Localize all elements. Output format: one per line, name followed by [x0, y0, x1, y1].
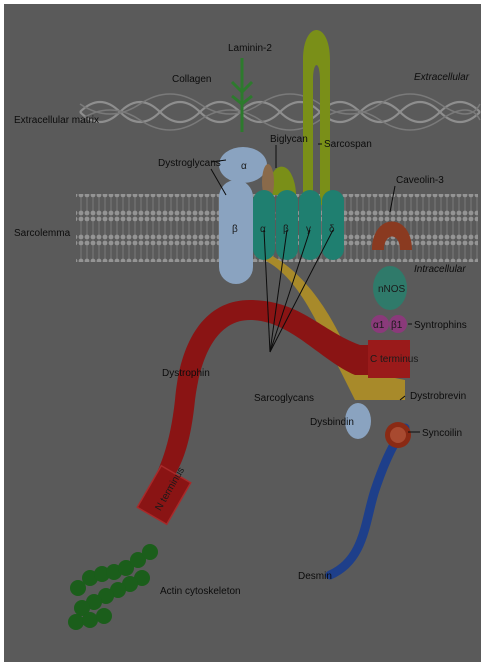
diagram-frame: α β α β γ δ α1 β1 Laminin-2 Collagen Ext… — [4, 4, 481, 662]
sg-beta-symbol: β — [283, 224, 289, 235]
collagen-label: Collagen — [172, 74, 211, 85]
extracellular-matrix-label: Extracellular matrix — [14, 115, 99, 126]
dystrobrevin-label: Dystrobrevin — [410, 391, 466, 402]
sarcolemma-label: Sarcolemma — [14, 228, 71, 239]
alpha-dg-symbol: α — [241, 161, 247, 172]
syncoilin-label: Syncoilin — [422, 428, 462, 439]
extracellular-matrix-fibers — [80, 94, 480, 130]
dysbindin-label: Dysbindin — [310, 417, 354, 428]
dystroglycans-label: Dystroglycans — [158, 158, 221, 169]
sarcospan-shape — [303, 30, 330, 205]
biglycan-label: Biglycan — [270, 134, 308, 145]
syn-b1-symbol: β1 — [391, 320, 403, 331]
c-terminus-label: C terminus — [370, 354, 418, 365]
extracellular-label: Extracellular — [414, 72, 470, 83]
laminin-2-shape — [232, 58, 252, 132]
actin-cytoskeleton — [68, 544, 158, 630]
desmin-filament — [330, 428, 405, 575]
sarcospan-label: Sarcospan — [324, 139, 372, 150]
sg-alpha-symbol: α — [260, 224, 266, 235]
syn-a1-symbol: α1 — [373, 320, 385, 331]
syntrophins-label: Syntrophins — [414, 320, 467, 331]
laminin-2-label: Laminin-2 — [228, 43, 272, 54]
intracellular-label: Intracellular — [414, 264, 466, 275]
dystrophin-complex-diagram: α β α β γ δ α1 β1 Laminin-2 Collagen Ext… — [4, 4, 481, 662]
desmin-label: Desmin — [298, 571, 332, 582]
actin-cytoskeleton-label: Actin cytoskeleton — [160, 586, 241, 597]
caveolin-3-label: Caveolin-3 — [396, 175, 444, 186]
beta-dg-symbol: β — [232, 224, 238, 235]
sg-delta-symbol: δ — [329, 224, 335, 235]
dystrophin-label: Dystrophin — [162, 368, 210, 379]
sarcoglycans-label: Sarcoglycans — [254, 393, 314, 404]
nnos-label: nNOS — [378, 284, 406, 295]
